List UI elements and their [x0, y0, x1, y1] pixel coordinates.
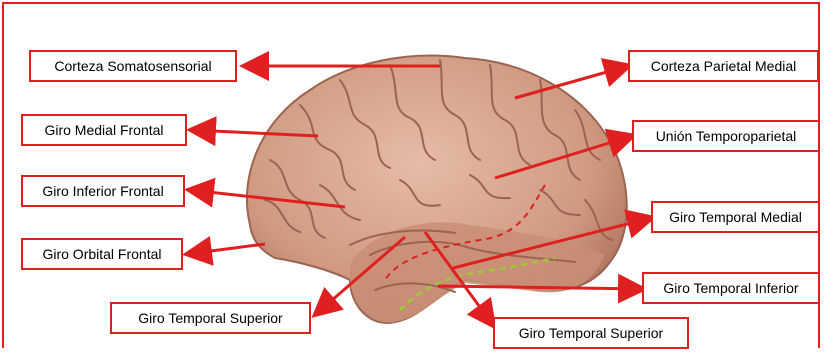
label-giro-temporal-inferior: Giro Temporal Inferior	[642, 272, 820, 304]
arrow-giro-orbital-frontal	[188, 244, 265, 254]
label-union-temporoparietal: Unión Temporoparietal	[632, 120, 820, 152]
label-giro-medial-frontal: Giro Medial Frontal	[21, 114, 187, 146]
label-corteza-parietal-medial: Corteza Parietal Medial	[628, 50, 819, 82]
label-giro-orbital-frontal: Giro Orbital Frontal	[21, 238, 183, 270]
label-giro-temporal-superior-left: Giro Temporal Superior	[110, 302, 311, 334]
label-corteza-somatosensorial: Corteza Somatosensorial	[29, 50, 237, 82]
label-giro-temporal-superior-bottom: Giro Temporal Superior	[493, 317, 689, 349]
arrow-giro-temporal-inferior	[438, 286, 642, 289]
label-giro-inferior-frontal: Giro Inferior Frontal	[21, 175, 185, 207]
label-giro-temporal-medial: Giro Temporal Medial	[651, 201, 820, 233]
